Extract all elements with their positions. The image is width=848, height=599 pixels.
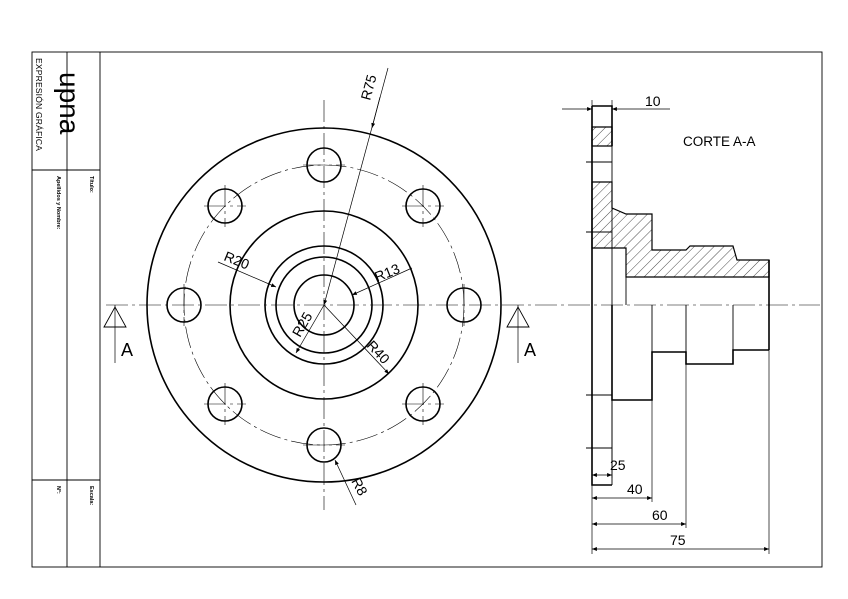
bore-circle-r13 (293, 274, 355, 336)
hub-circle-r25 (264, 245, 384, 365)
hub-circle-r40 (229, 210, 419, 400)
bolt-holes (166, 147, 482, 463)
section-label-right: A (524, 340, 536, 360)
name-field-label: Apellidos y Nombre: (55, 176, 61, 230)
dim-r40: R40 (364, 337, 393, 367)
section-title: CORTE A-A (683, 134, 756, 149)
section-view: CORTE A-A 10 (562, 93, 770, 554)
horizontal-dimensions: 25 40 60 75 (591, 350, 770, 554)
number-field-label: Nº: (55, 486, 61, 494)
sheet-border (31, 51, 823, 568)
dim-10-group: 10 (562, 93, 670, 111)
title-field-label: Título: (88, 176, 94, 193)
section-hatch-flange (591, 126, 613, 147)
dim-10: 10 (645, 93, 661, 109)
bolt-hole (446, 284, 482, 326)
section-hatch-body (591, 181, 770, 278)
department-label: EXPRESIÓN GRÁFICA (34, 58, 44, 151)
dim-r75: R75 (357, 73, 379, 102)
dim-60: 60 (652, 507, 668, 523)
bolt-hole (303, 147, 345, 183)
dim-r8: R8 (348, 475, 371, 499)
front-view: R75 R20 R13 R25 R40 R8 A A (103, 67, 820, 510)
section-marker-right: A (506, 305, 536, 363)
dim-r13: R13 (372, 260, 402, 285)
title-block: upna EXPRESIÓN GRÁFICA Título: Apellidos… (32, 52, 101, 567)
outer-flange-circle (146, 127, 502, 483)
logo-text: upna (54, 72, 85, 135)
section-label-left: A (121, 340, 133, 360)
section-marker-left: A (103, 305, 133, 363)
bolt-hole (204, 185, 246, 227)
bolt-hole (402, 383, 444, 425)
dim-r25: R25 (289, 309, 316, 339)
bolt-hole (303, 427, 345, 463)
bolt-hole (402, 185, 444, 227)
dim-25: 25 (610, 457, 626, 473)
bolt-hole (166, 284, 202, 326)
bolt-hole (204, 383, 246, 425)
dim-40: 40 (627, 481, 643, 497)
scale-field-label: Escala: (88, 486, 94, 505)
dim-75: 75 (670, 532, 686, 548)
hub-circle-r20 (275, 256, 373, 354)
radius-dimensions: R75 R20 R13 R25 R40 R8 (217, 67, 413, 506)
